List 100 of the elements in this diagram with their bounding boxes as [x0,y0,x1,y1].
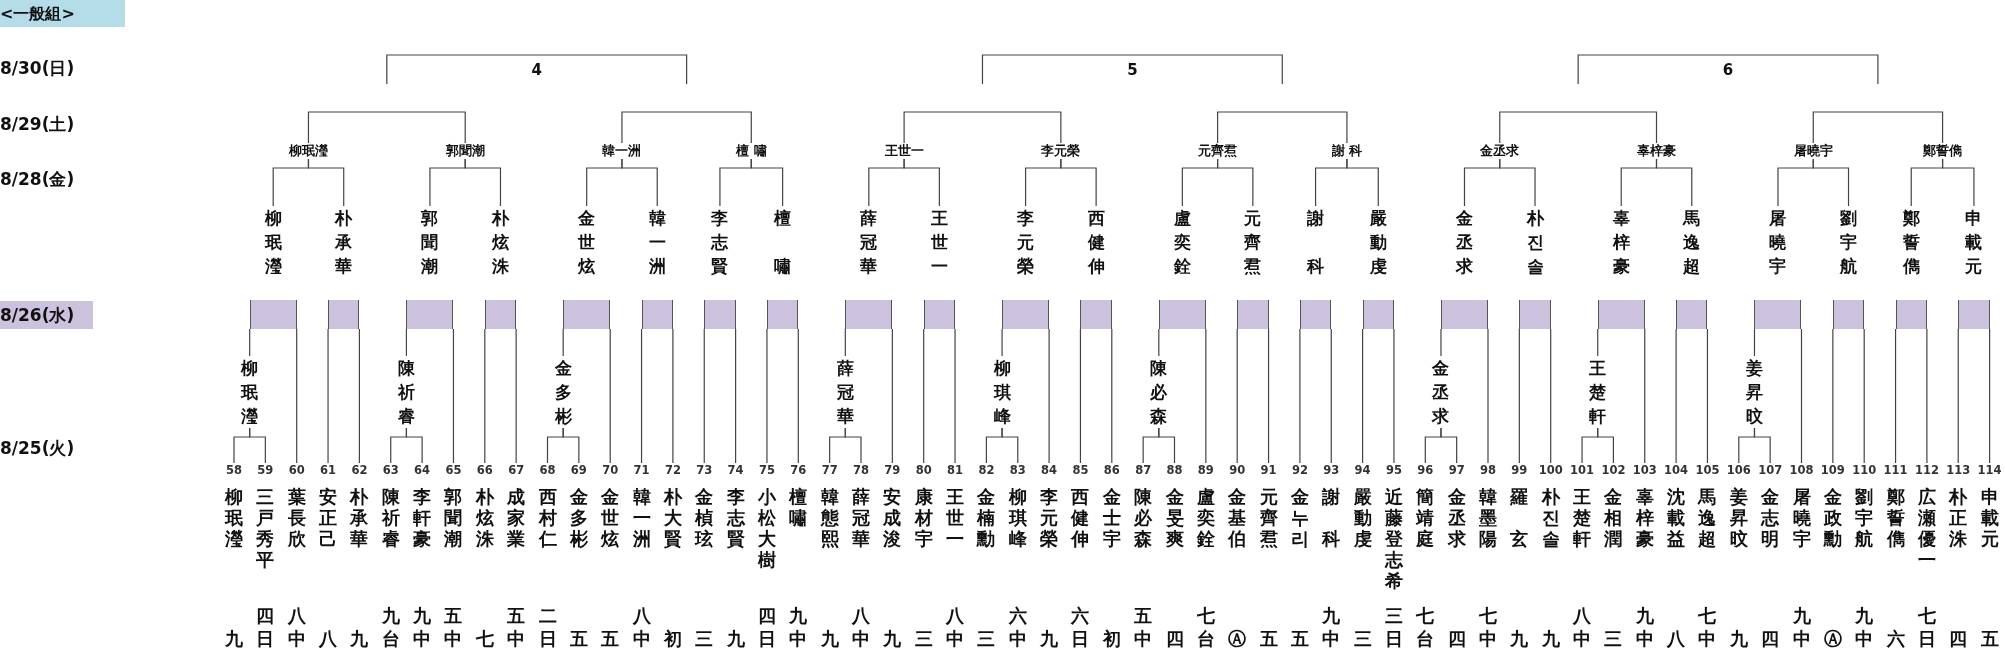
connector-line [609,328,611,464]
connector-line [1644,328,1646,464]
bracket-line [249,427,266,464]
seed-number: 110 [1852,463,1877,477]
match-box [406,300,454,329]
player-name: 王世一 [946,486,965,549]
player-rank: 八中 [852,604,870,650]
connector-line [1487,328,1489,464]
player-name: 檀嘯 [789,486,808,528]
player-rank: 二日 [538,604,557,650]
player-name: 金누리 [1290,486,1309,549]
player-name: 簡靖庭 [1416,486,1435,549]
connector-line [640,328,643,464]
bracket-line [307,111,466,144]
player-name: 檀嘯 [774,206,792,278]
player-name: 成家業 [507,486,526,549]
bracket-line [621,158,658,207]
player-rank: 九台 [381,604,400,650]
seed-number: 60 [288,463,305,477]
player-name: 金士宇 [1102,486,1121,549]
player-name: 安成浚 [883,486,902,549]
player-rank: 七台 [1196,604,1215,650]
connector-line [1393,328,1395,464]
player-rank: 八 [319,627,338,650]
player-rank: 五中 [507,604,526,650]
player-name: 姜昇旼 [1745,356,1763,428]
player-name: 陳必森 [1150,356,1168,428]
date-label: 8/26(水) [0,301,93,329]
bracket-line [1942,158,1975,207]
bracket-line [1217,158,1254,207]
winner-name: 韓一洲 [602,143,642,159]
seed-number: 112 [1914,463,1939,477]
player-rank: 三 [1604,627,1623,650]
player-name: 馬逸超 [1698,486,1717,549]
connector-line [249,328,251,357]
connector-line [1597,328,1599,357]
seed-number: 70 [602,463,619,477]
connector-line [1299,328,1301,464]
seed-number: 83 [1009,463,1026,477]
player-name: 鄭誓儁 [1886,486,1905,549]
player-name: 金多彬 [554,356,572,428]
date-label: 8/28(金) [0,168,75,190]
seed-number: 65 [445,463,462,477]
player-name: 元齊焄 [1259,486,1278,549]
player-name: 金楠勳 [977,486,996,549]
winner-name: 檀 嘯 [736,143,767,159]
player-name: 朴炫洙 [475,486,494,549]
player-name: 金丞求 [1432,356,1450,428]
bracket-line [1812,111,1944,144]
seed-number: 77 [821,463,838,477]
player-name: 金志明 [1761,486,1780,549]
player-name: 馬逸超 [1683,206,1701,278]
match-box [766,300,799,329]
seed-number: 74 [727,463,744,477]
player-name: 葉長欣 [287,486,306,549]
player-rank: 七日 [1917,604,1936,650]
player-name: 安正己 [319,486,338,549]
match-box [923,300,956,329]
player-name: 李志賢 [711,206,729,278]
match-box [1440,300,1488,329]
connector-line [1362,328,1364,464]
player-rank: 九 [820,627,839,650]
player-rank: 三 [695,627,714,650]
player-rank: 五 [601,627,620,650]
player-name: 沈載益 [1667,486,1686,549]
player-rank: 三 [1353,627,1372,650]
match-box [1832,300,1865,329]
bracket-line [307,158,345,207]
player-rank: 五 [1290,627,1309,650]
match-box [1895,300,1927,329]
player-name: 辜梓豪 [1635,486,1654,549]
player-name: 李元榮 [1017,206,1035,278]
seed-number: 82 [978,463,995,477]
player-name: 韓態熙 [820,486,839,549]
winner-name: 鄭誓儁 [1923,143,1963,159]
seed-number: 58 [226,463,242,477]
winner-name: 謝 科 [1331,143,1363,159]
block-number: 5 [1127,61,1138,79]
match-box [1754,300,1802,329]
player-rank: 八中 [946,604,965,650]
connector-line [1267,328,1270,464]
player-rank: 九 [1729,627,1748,650]
player-rank: 四日 [256,604,275,650]
bracket-line [1499,111,1658,144]
bracket-line [1001,427,1019,464]
connector-line [562,328,564,357]
seed-number: 98 [1480,463,1496,477]
match-box [484,300,517,329]
player-name: 朴正洙 [1949,486,1968,549]
connector-line [1236,328,1238,464]
bracket-line [903,158,940,207]
player-name: 韓墨陽 [1479,486,1497,549]
seed-number: 73 [696,463,713,477]
winner-name: 郭聞潮 [445,143,485,159]
connector-line [1675,328,1677,464]
player-name: 姜昇旼 [1729,486,1748,549]
seed-number: 84 [1041,463,1058,477]
player-name: 金政勳 [1823,486,1842,549]
connector-line [1440,328,1442,357]
player-name: 朴承華 [350,486,369,549]
